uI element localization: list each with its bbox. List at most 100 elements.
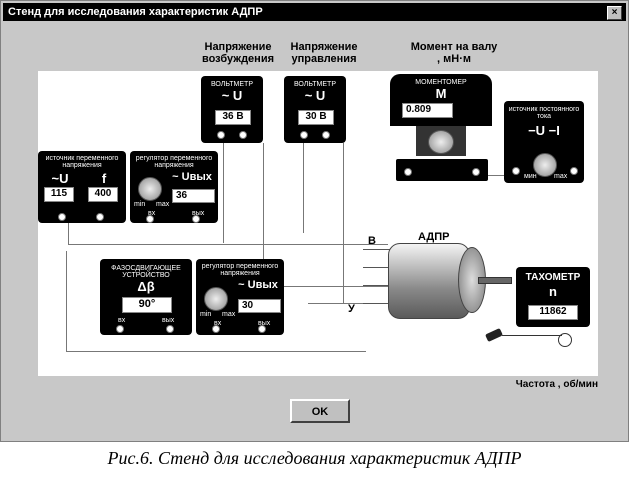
wire bbox=[66, 251, 67, 351]
regulator-knob[interactable] bbox=[204, 287, 228, 311]
dc-source-symbol: −U −I bbox=[528, 123, 560, 138]
wire bbox=[303, 143, 304, 233]
tachometer: ТАХОМЕТР n 11862 bbox=[516, 267, 590, 327]
wire bbox=[263, 143, 264, 303]
jack[interactable] bbox=[512, 167, 520, 175]
wire bbox=[343, 143, 344, 303]
input-label: вх bbox=[118, 317, 126, 324]
close-icon[interactable]: × bbox=[607, 6, 622, 20]
wire bbox=[68, 221, 69, 245]
title-bar: Стенд для исследования характеристик АДП… bbox=[3, 3, 626, 21]
ac-symbol-f: f bbox=[101, 171, 107, 186]
voltmeter-display: 30 В bbox=[298, 110, 334, 125]
regulator-display: 30 bbox=[238, 299, 281, 313]
knob-max-label: max bbox=[156, 201, 170, 208]
wire bbox=[308, 303, 388, 304]
jack[interactable] bbox=[322, 131, 330, 139]
voltmeter-symbol: ~ U bbox=[221, 88, 243, 103]
ac-frequency-display: 400 bbox=[88, 187, 118, 202]
tachometer-display: 11862 bbox=[528, 305, 578, 320]
momentometer-symbol: M bbox=[435, 86, 447, 101]
phase-shifter-label: ФАЗОСДВИГАЮЩЕЕ УСТРОЙСТВО bbox=[111, 265, 181, 279]
jack[interactable] bbox=[146, 215, 154, 223]
ac-source-label: источник переменного напряжения bbox=[45, 155, 119, 169]
motor-shaft bbox=[478, 277, 512, 284]
jack[interactable] bbox=[58, 213, 66, 221]
phase-shifter-display: 90° bbox=[122, 297, 172, 313]
regulator-display: 36 bbox=[172, 189, 215, 203]
jack[interactable] bbox=[96, 213, 104, 221]
momentometer-base bbox=[396, 159, 488, 181]
motor-lead bbox=[363, 285, 393, 286]
regulator-control: регулятор переменного напряжения ~ Uвых … bbox=[196, 259, 284, 335]
voltmeter-control: ВОЛЬТМЕТР ~ U 30 В bbox=[284, 76, 346, 143]
voltmeter-display: 36 В bbox=[215, 110, 251, 125]
knob-max-label: max bbox=[554, 173, 568, 180]
momentometer-clamp bbox=[416, 126, 466, 156]
wire bbox=[66, 351, 366, 352]
dc-source-label: источник постоянного тока bbox=[508, 106, 580, 120]
ok-button[interactable]: OK bbox=[290, 399, 350, 423]
window-title: Стенд для исследования характеристик АДП… bbox=[8, 6, 263, 18]
jack[interactable] bbox=[570, 167, 578, 175]
input-label: вх bbox=[214, 320, 222, 327]
phase-shifter-symbol: Δβ bbox=[137, 279, 155, 294]
phase-shifter: ФАЗОСДВИГАЮЩЕЕ УСТРОЙСТВО Δβ 90° вх вых bbox=[100, 259, 192, 335]
wire bbox=[278, 286, 388, 287]
output-label: вых bbox=[192, 210, 205, 217]
jack[interactable] bbox=[212, 325, 220, 333]
output-label: вых bbox=[258, 320, 271, 327]
jack[interactable] bbox=[166, 325, 174, 333]
main-window: Стенд для исследования характеристик АДП… bbox=[0, 0, 629, 442]
jack[interactable] bbox=[258, 325, 266, 333]
motor-wire-b-label: В bbox=[368, 235, 376, 247]
jack[interactable] bbox=[116, 325, 124, 333]
knob-min-label: мин bbox=[524, 173, 537, 180]
regulator-symbol: ~ Uвых bbox=[238, 279, 278, 291]
dc-knob[interactable] bbox=[533, 153, 557, 177]
header-torque: Момент на валу , мН·м bbox=[410, 41, 498, 65]
header-excitation: Напряжение возбуждения bbox=[201, 41, 274, 65]
jack[interactable] bbox=[239, 131, 247, 139]
jack[interactable] bbox=[300, 131, 308, 139]
regulator-label: регулятор переменного напряжения bbox=[201, 263, 279, 277]
voltmeter-label: ВОЛЬТМЕТР bbox=[293, 81, 336, 88]
regulator-excitation: регулятор переменного напряжения ~ Uвых … bbox=[130, 151, 218, 223]
tacho-cable-loop bbox=[558, 333, 572, 347]
tachometer-label: ТАХОМЕТР bbox=[525, 272, 581, 283]
voltmeter-label: ВОЛЬТМЕТР bbox=[210, 81, 253, 88]
motor-lead bbox=[363, 249, 393, 250]
output-label: вых bbox=[162, 317, 175, 324]
motor-wire-y-label: У bbox=[348, 303, 355, 315]
ac-voltage-display: 115 bbox=[44, 187, 74, 202]
voltmeter-excitation: ВОЛЬТМЕТР ~ U 36 В bbox=[201, 76, 263, 143]
ac-symbol-u: ~U bbox=[51, 171, 69, 186]
regulator-label: регулятор переменного напряжения bbox=[135, 155, 213, 169]
tacho-probe-icon bbox=[485, 327, 503, 343]
tachometer-symbol: n bbox=[549, 284, 557, 299]
motor-lead bbox=[363, 267, 393, 268]
dc-source: источник постоянного тока −U −I мин max bbox=[504, 101, 584, 183]
jack[interactable] bbox=[472, 168, 480, 176]
motor-lead bbox=[363, 303, 393, 304]
figure-caption: Рис.6. Стенд для исследования характерис… bbox=[107, 448, 522, 468]
regulator-knob[interactable] bbox=[138, 177, 162, 201]
header-control: Напряжение управления bbox=[290, 41, 358, 65]
tacho-cable bbox=[502, 335, 562, 336]
knob-max-label: max bbox=[222, 311, 236, 318]
knob-min-label: min bbox=[134, 201, 146, 208]
status-label: Частота , об/мин bbox=[515, 379, 598, 390]
voltmeter-symbol: ~ U bbox=[304, 88, 326, 103]
knob-min-label: min bbox=[200, 311, 212, 318]
momentometer: МОМЕНТОМЕР M 0.809 bbox=[390, 74, 492, 126]
ac-source: источник переменного напряжения ~U f 115… bbox=[38, 151, 126, 223]
regulator-symbol: ~ Uвых bbox=[172, 171, 212, 183]
motor-label: АДПР bbox=[418, 231, 450, 243]
stand-canvas: ВОЛЬТМЕТР ~ U 36 В ВОЛЬТМЕТР ~ U 30 В МО… bbox=[38, 71, 598, 376]
input-label: вх bbox=[148, 210, 156, 217]
jack[interactable] bbox=[217, 131, 225, 139]
jack[interactable] bbox=[404, 168, 412, 176]
momentometer-display: 0.809 bbox=[402, 103, 453, 118]
wire bbox=[223, 143, 224, 243]
jack[interactable] bbox=[192, 215, 200, 223]
